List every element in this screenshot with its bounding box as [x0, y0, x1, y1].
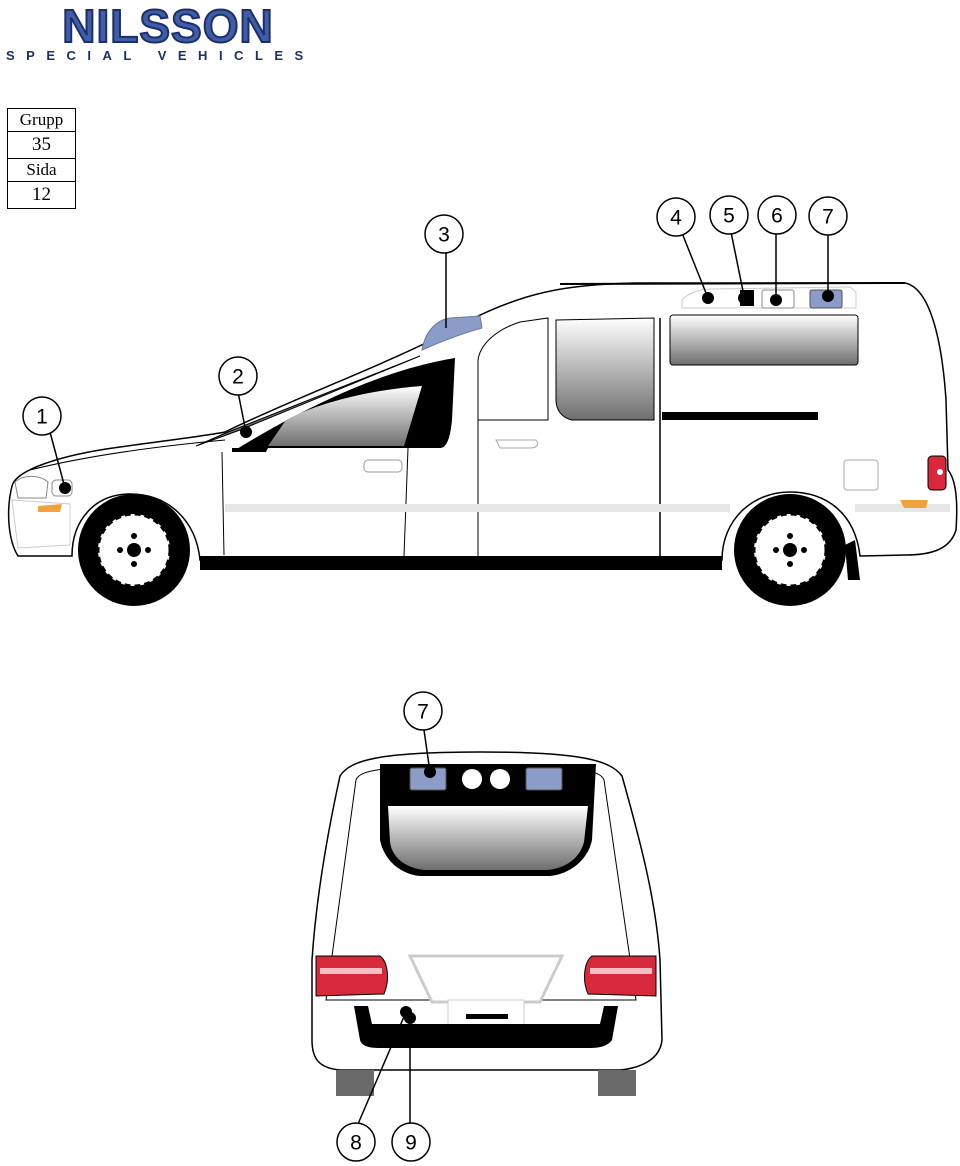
callout-label: 7 [822, 206, 834, 229]
rear-left-tail-light [315, 955, 388, 997]
callout-9: 9 [391, 1122, 431, 1162]
callout-6: 6 [757, 195, 797, 235]
rear-wheel [734, 494, 846, 606]
callout-8: 8 [336, 1122, 376, 1162]
rear-view [311, 729, 663, 1125]
callout-1: 1 [22, 396, 62, 436]
callout-label: 3 [438, 224, 450, 247]
windshield [195, 355, 421, 447]
callout-label: 9 [405, 1132, 417, 1155]
sliding-door-window [555, 317, 655, 421]
side-callout-leaders [49, 231, 829, 489]
group-value: 35 [7, 131, 76, 159]
callout-label: 4 [670, 207, 682, 230]
callout-label: 1 [36, 406, 48, 429]
callout-7-side: 7 [808, 196, 848, 236]
callout-2: 2 [218, 356, 258, 396]
page-value: 12 [7, 181, 76, 209]
callout-label: 7 [417, 701, 429, 724]
logo-wordmark: NILSSON [61, 0, 274, 52]
callout-5: 5 [709, 195, 749, 235]
callout-label: 2 [232, 366, 244, 389]
callout-label: 8 [350, 1132, 362, 1155]
callout-7-rear: 7 [403, 691, 443, 731]
roof-warning-light [421, 315, 483, 351]
side-tail-light [927, 455, 947, 491]
callout-label: 5 [723, 205, 735, 228]
logo-subtitle: SPECIAL VEHICLES [6, 48, 315, 63]
front-wheel [78, 494, 190, 606]
rear-side-window [669, 314, 859, 366]
rear-right-tail-light [584, 955, 657, 997]
callout-3: 3 [424, 214, 464, 254]
side-view [7, 231, 958, 606]
nilsson-logo: NILSSON SPECIAL VEHICLES [6, 0, 330, 64]
rear-bumper [354, 1006, 618, 1048]
info-table: Grupp 35 Sida 12 [7, 108, 76, 209]
callout-label: 6 [771, 205, 783, 228]
callout-4: 4 [656, 197, 696, 237]
